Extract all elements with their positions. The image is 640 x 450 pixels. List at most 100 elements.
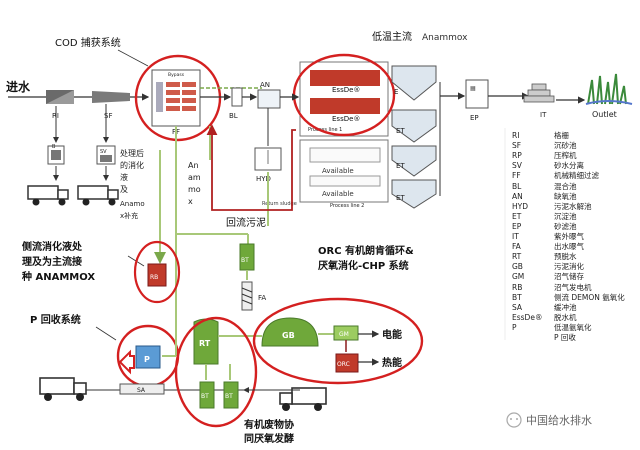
gm-label: GM [339, 331, 349, 338]
legend-desc: 沉砂池 [554, 141, 577, 151]
electricity-label: 电能 [382, 328, 402, 341]
low-temp-label: 低温主流 [372, 30, 412, 43]
process-line-2-label: Process line 2 [330, 203, 364, 209]
co-digestion-highlight [174, 316, 258, 428]
anammox-vertical-label: An am mo x [188, 161, 201, 206]
bt-unit-bottom-1 [199, 381, 215, 409]
et-label-3: ET [396, 162, 405, 170]
it-unit [523, 83, 555, 103]
et-clarifier-4 [391, 179, 437, 209]
ep-unit [465, 79, 489, 109]
legend-row: P 低温氨氧化 [512, 322, 592, 333]
legend-abbr: GB [512, 262, 523, 272]
bt-label-bottom-2: BT [225, 393, 233, 400]
available-slot-2 [309, 175, 381, 187]
ff-channel [156, 82, 163, 112]
legend-desc: 格栅 [554, 131, 569, 140]
orc-chp-highlight [252, 297, 424, 385]
legend-row: SA 缓冲池 [512, 302, 577, 313]
fa-label: FA [258, 294, 266, 302]
ri-label: RI [52, 112, 59, 120]
sv-label: SV [100, 149, 107, 155]
legend-abbr: RB [512, 282, 523, 292]
legend-abbr: FA [512, 242, 521, 252]
ff-filters [166, 82, 196, 111]
p-arrow [118, 349, 135, 375]
return-sludge-label: 回流污泥 [226, 216, 266, 229]
legend-abbr: GM [512, 272, 525, 282]
legend-desc: 沼气储存 [554, 272, 584, 282]
legend-abbr: P [512, 322, 517, 332]
p-label: P [144, 355, 150, 364]
essde-1-label: EssDe® [332, 86, 360, 94]
inflow-label: 进水 [6, 79, 31, 94]
legend-row: P 回收 [512, 332, 576, 343]
truck-1 [27, 185, 69, 206]
sv-inner [100, 155, 112, 162]
legend-abbr: EssDe® [512, 312, 543, 322]
legend-abbr: RI [512, 131, 520, 140]
return-sludge-line [206, 124, 296, 211]
an-label: AN [260, 81, 270, 89]
truck-bottom-right [279, 387, 327, 411]
et-clarifier-3 [391, 145, 437, 177]
p-pointer [95, 326, 117, 341]
rp-inner [51, 150, 61, 160]
e-label: E [394, 88, 398, 96]
legend-desc: 砂滤池 [554, 221, 577, 231]
svg-text:种 ANAMMOX: 种 ANAMMOX [21, 270, 95, 283]
legend-abbr: SA [512, 302, 523, 312]
digestate-note: 处理后 的消化 液 及 Anamo x补充 [120, 148, 145, 220]
gb-label: GB [282, 331, 295, 340]
fa-unit [241, 281, 253, 311]
legend-abbr: BL [512, 181, 522, 191]
available-2-label: Available [322, 190, 354, 198]
legend-desc: 砂水分离 [554, 161, 584, 171]
sa-unit [119, 383, 165, 395]
an-unit [257, 89, 281, 109]
legend-abbr: AN [512, 191, 523, 201]
legend-desc: 低温氨氧化 [554, 322, 592, 332]
legend-abbr: ET [512, 211, 522, 221]
legend-row: GM 沼气储存 [512, 271, 584, 282]
svg-text:处理后: 处理后 [120, 148, 144, 158]
side-stream-highlight [133, 240, 181, 304]
sf-unit [92, 91, 130, 103]
et-clarifier-1 [391, 65, 437, 101]
return-sludge-en-label: Return sludge [262, 201, 297, 207]
orc-title: ORC 有机朗肯循环& 厌氧消化-CHP 系统 [318, 244, 414, 272]
et-label-4: ET [396, 194, 405, 202]
cod-capture-label: COD 捕获系统 [55, 36, 121, 49]
outlet-plants [585, 73, 633, 105]
legend-desc: 紫外曝气 [554, 232, 584, 241]
truck-bottom-left [39, 377, 87, 401]
svg-text:同厌氧发酵: 同厌氧发酵 [244, 432, 294, 445]
legend-desc: 缓冲池 [554, 302, 577, 312]
outlet-label: Outlet [592, 110, 617, 119]
et-clarifier-2 [391, 109, 437, 143]
rb-unit [147, 263, 167, 287]
bl-unit [231, 87, 243, 107]
legend-desc: 压榨机 [554, 151, 577, 161]
legend-desc: 缺氧池 [554, 191, 577, 201]
svg-text:侧流消化液处: 侧流消化液处 [22, 240, 83, 253]
legend-abbr: HYD [512, 201, 528, 211]
svg-text:液: 液 [120, 172, 128, 182]
svg-text:x: x [188, 197, 193, 206]
svg-text:Anamo: Anamo [120, 200, 145, 208]
svg-text:am: am [188, 173, 201, 182]
legend-row: RI 格栅 [512, 130, 569, 141]
essde-reactor-1 [310, 70, 380, 86]
svg-text:厌氧消化-CHP 系统: 厌氧消化-CHP 系统 [318, 259, 409, 272]
rt-label: RT [199, 339, 211, 348]
legend-desc: 沼气发电机 [554, 282, 592, 292]
legend-desc: 污泥水解池 [554, 201, 592, 211]
legend-desc: 出水曝气 [554, 242, 584, 252]
ep-inner: ▦ [470, 85, 476, 92]
cod-capture-highlight [134, 54, 222, 142]
